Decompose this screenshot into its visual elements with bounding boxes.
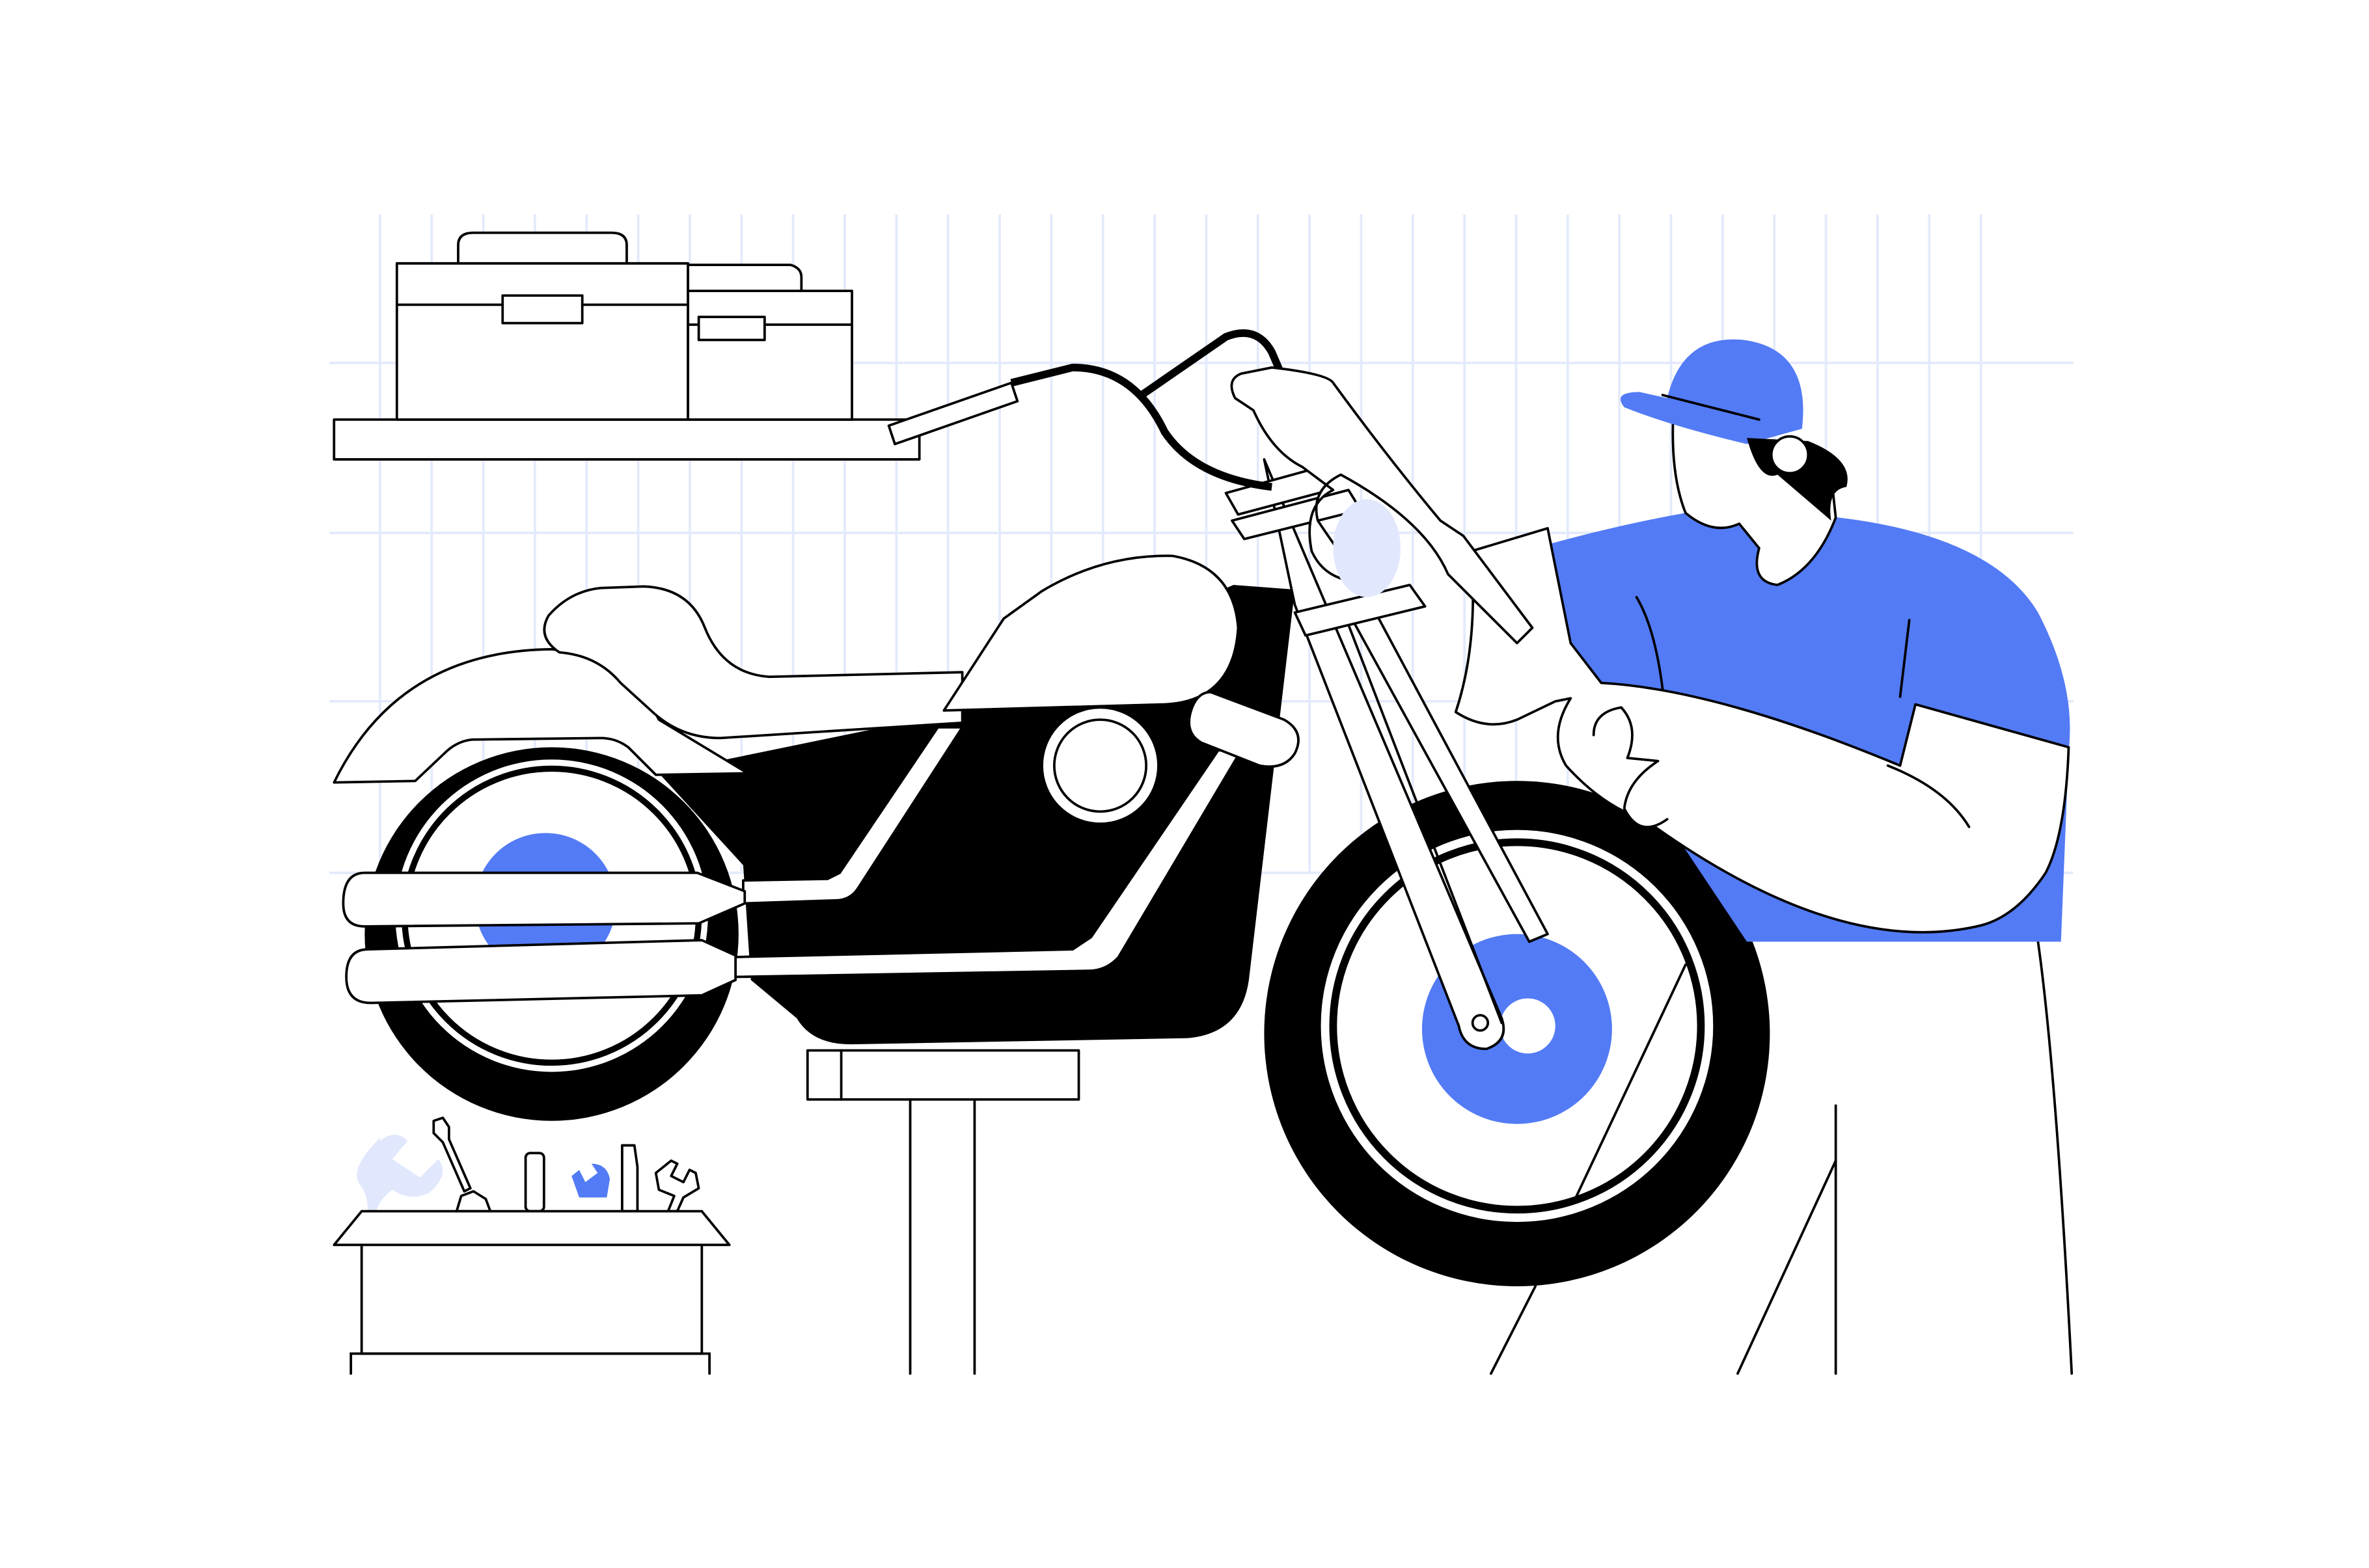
handlebar-grip	[887, 381, 1019, 446]
wall-shelf	[333, 231, 921, 461]
wrench-icon	[654, 1159, 700, 1213]
front-wheel	[1264, 781, 1770, 1286]
motorcycle-stand	[806, 1049, 1080, 1375]
screwdriver-icon	[621, 1144, 639, 1213]
fuel-tank	[942, 554, 1240, 712]
exhaust-pipe-lower	[345, 939, 737, 1005]
seat	[543, 585, 964, 740]
toolbox-large	[395, 262, 690, 421]
rag	[1333, 499, 1401, 597]
motorcycle-body	[333, 554, 1300, 1045]
toolbox-small	[687, 290, 853, 421]
tool-bench	[333, 1116, 731, 1375]
screwdriver-icon	[432, 1116, 472, 1193]
rear-wheel	[364, 747, 739, 1121]
ear	[1770, 435, 1810, 475]
file-tool-icon	[524, 1152, 545, 1213]
exhaust-pipe-upper	[342, 871, 746, 928]
wrench-icon	[357, 1134, 443, 1211]
arms	[1454, 527, 2070, 934]
mechanic	[1230, 339, 2074, 1375]
wrench-icon	[571, 1163, 610, 1198]
cap	[1620, 339, 1803, 444]
front-fork	[887, 329, 1549, 1051]
